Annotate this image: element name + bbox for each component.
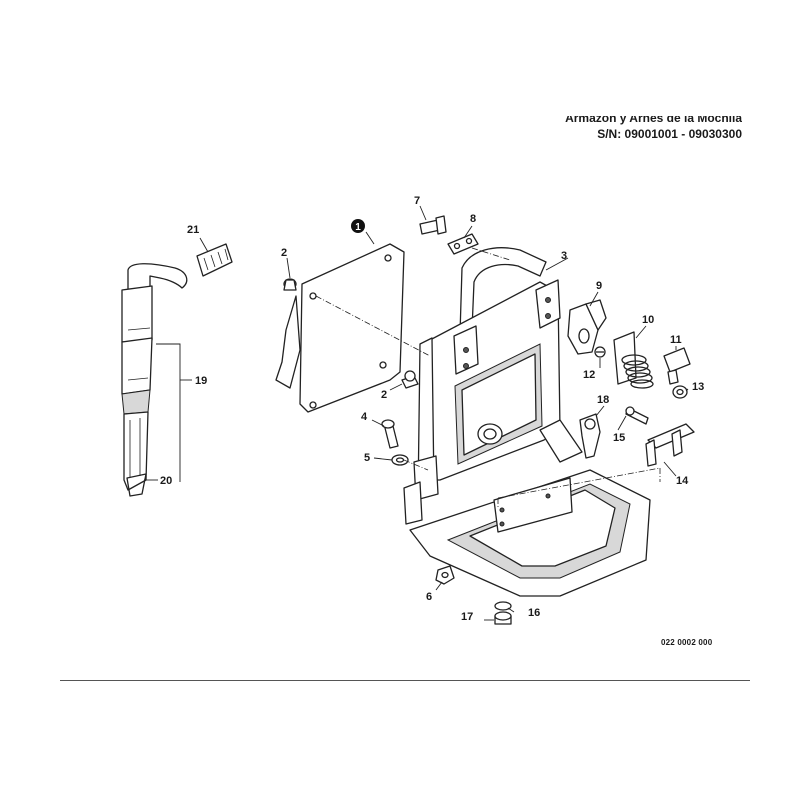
backpack-frame: [403, 247, 651, 597]
screw-2b: [401, 370, 419, 389]
bolt-7: [419, 215, 447, 235]
plate-8: [447, 233, 479, 255]
screw-15: [625, 406, 649, 425]
callout-18: 18: [597, 394, 609, 406]
callout-4: 4: [361, 411, 368, 423]
washer-16: [494, 601, 512, 611]
document-code: 022 0002 000: [661, 638, 713, 647]
assembly-lines: [315, 247, 661, 508]
callout-12: 12: [583, 369, 595, 381]
callout-15: 15: [613, 432, 625, 444]
spring-10: [613, 331, 654, 389]
serial-number-range: S/N: 09001001 - 09030300: [597, 127, 742, 141]
leader-lines: [144, 205, 689, 621]
callout-20: 20: [160, 475, 172, 487]
nut-6: [435, 565, 455, 585]
screw-2a: [283, 278, 297, 291]
callout-2b: 2: [381, 389, 387, 401]
callout-19: 19: [195, 375, 207, 387]
callout-2a: 2: [281, 247, 287, 259]
diagram-title: Armazón y Arnés de la Mochila: [565, 111, 742, 125]
bracket-9: [567, 299, 607, 355]
callout-17: 17: [461, 611, 473, 623]
clip-11: [663, 347, 691, 385]
callout-16: 16: [528, 607, 540, 619]
callout-14: 14: [676, 475, 689, 487]
washer-5: [391, 454, 409, 466]
strap-buckle: [196, 243, 233, 277]
callout-10: 10: [642, 314, 654, 326]
washer-13: [672, 385, 688, 399]
svg-text:1: 1: [355, 222, 361, 233]
screw-12: [594, 346, 606, 358]
bolt-4: [381, 419, 399, 449]
callout-9: 9: [596, 280, 602, 292]
callout-11: 11: [670, 334, 682, 346]
callout-13: 13: [692, 381, 704, 393]
callout-7: 7: [414, 195, 420, 207]
callout-21: 21: [187, 224, 199, 236]
knob-18: [579, 413, 601, 459]
back-cover-plate: [275, 243, 405, 413]
latch-14: [645, 423, 695, 467]
callout-1: 1: [351, 219, 365, 233]
callout-5: 5: [364, 452, 370, 464]
harness-strap: [121, 263, 188, 497]
callout-8: 8: [470, 213, 476, 225]
callout-6: 6: [426, 591, 432, 603]
nut-17: [494, 611, 512, 625]
callout-3: 3: [561, 250, 567, 262]
bottom-divider: [60, 680, 750, 681]
